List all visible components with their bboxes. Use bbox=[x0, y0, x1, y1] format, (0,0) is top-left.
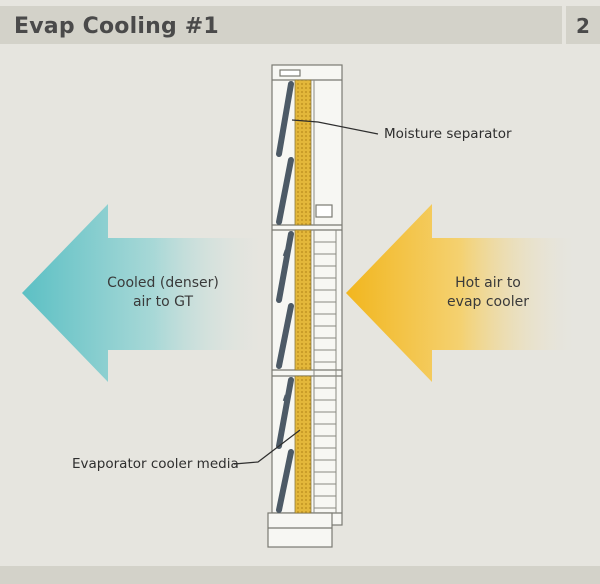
hot-air-label: Hot air to evap cooler bbox=[428, 274, 548, 312]
diagram-svg bbox=[22, 64, 574, 548]
moisture-separator-label: Moisture separator bbox=[384, 126, 512, 142]
separator-small-blades bbox=[282, 109, 288, 402]
page-number: 2 bbox=[576, 14, 590, 38]
moisture-separator-leader bbox=[291, 119, 379, 135]
cooled-air-line2: air to GT bbox=[132, 294, 194, 310]
column-framework bbox=[313, 80, 337, 513]
media-leader bbox=[233, 429, 301, 465]
evap-cooling-diagram: Cooled (denser) air to GT Hot air to eva… bbox=[0, 50, 600, 564]
hot-air-arrow bbox=[346, 204, 574, 382]
hot-air-line2: evap cooler bbox=[447, 294, 529, 310]
header: Evap Cooling #1 2 bbox=[0, 0, 600, 50]
footer-bar bbox=[0, 566, 600, 584]
hot-air-line1: Hot air to bbox=[455, 275, 521, 291]
page-number-box: 2 bbox=[566, 6, 600, 44]
cooled-air-arrow bbox=[22, 204, 262, 382]
title-bar: Evap Cooling #1 bbox=[0, 6, 562, 44]
evaporator-media-label: Evaporator cooler media bbox=[72, 456, 239, 472]
cooled-air-line1: Cooled (denser) bbox=[107, 275, 219, 291]
moisture-separator-blades bbox=[276, 81, 294, 513]
cooled-air-label: Cooled (denser) air to GT bbox=[98, 274, 228, 312]
evaporator-media bbox=[294, 79, 312, 514]
page-title: Evap Cooling #1 bbox=[14, 14, 219, 39]
